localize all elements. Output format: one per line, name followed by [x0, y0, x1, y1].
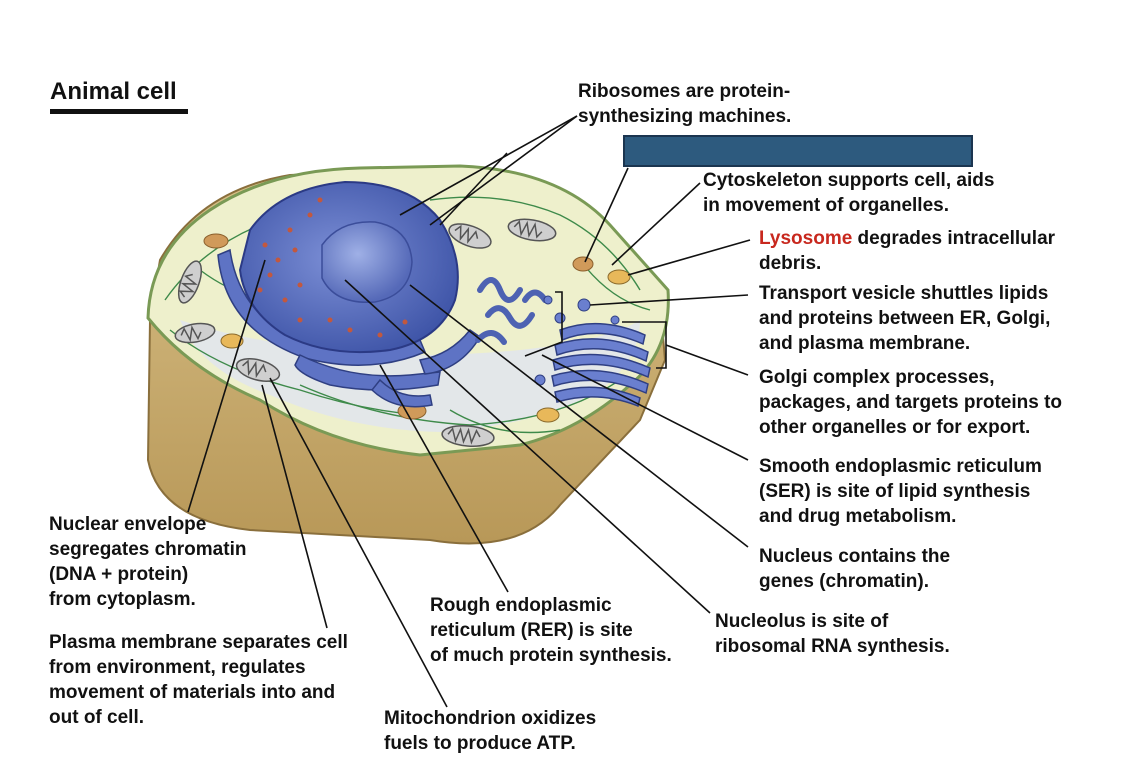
- nucleolus: [321, 221, 413, 304]
- title-underline: [50, 109, 188, 114]
- smooth-er: [475, 277, 548, 345]
- nuclear-pores: [257, 197, 408, 338]
- nucleus: [238, 180, 459, 354]
- label-ser: Smooth endoplasmic reticulum (SER) is si…: [759, 456, 1042, 527]
- mitochondria: [174, 218, 557, 447]
- label-nucleolus: Nucleolus is site of ribosomal RNA synth…: [715, 611, 950, 657]
- diagram-title: Animal cell: [50, 78, 177, 105]
- golgi-complex: [551, 322, 651, 408]
- transport-vesicles: [534, 295, 620, 386]
- label-nuclear-envelope: Nuclear envelope segregates chromatin (D…: [49, 514, 247, 610]
- redaction-box: [623, 135, 973, 167]
- label-transport-vesicle: Transport vesicle shuttles lipids and pr…: [759, 283, 1051, 354]
- label-golgi: Golgi complex processes, packages, and t…: [759, 367, 1063, 438]
- label-lysosome: Lysosome degrades intracellular debris.: [759, 228, 1056, 274]
- lysosome-term: Lysosome: [759, 228, 853, 249]
- label-ribosomes: Ribosomes are protein- synthesizing mach…: [578, 81, 792, 127]
- label-cytoskeleton: Cytoskeleton supports cell, aids in move…: [703, 170, 995, 216]
- lysosomes: [203, 233, 631, 423]
- label-nucleus: Nucleus contains the genes (chromatin).: [759, 546, 951, 592]
- label-rer: Rough endoplasmic reticulum (RER) is sit…: [430, 595, 672, 666]
- leader-lines: [187, 115, 751, 708]
- label-mitochondrion: Mitochondrion oxidizes fuels to produce …: [384, 708, 597, 754]
- label-plasma-membrane: Plasma membrane separates cell from envi…: [49, 632, 348, 728]
